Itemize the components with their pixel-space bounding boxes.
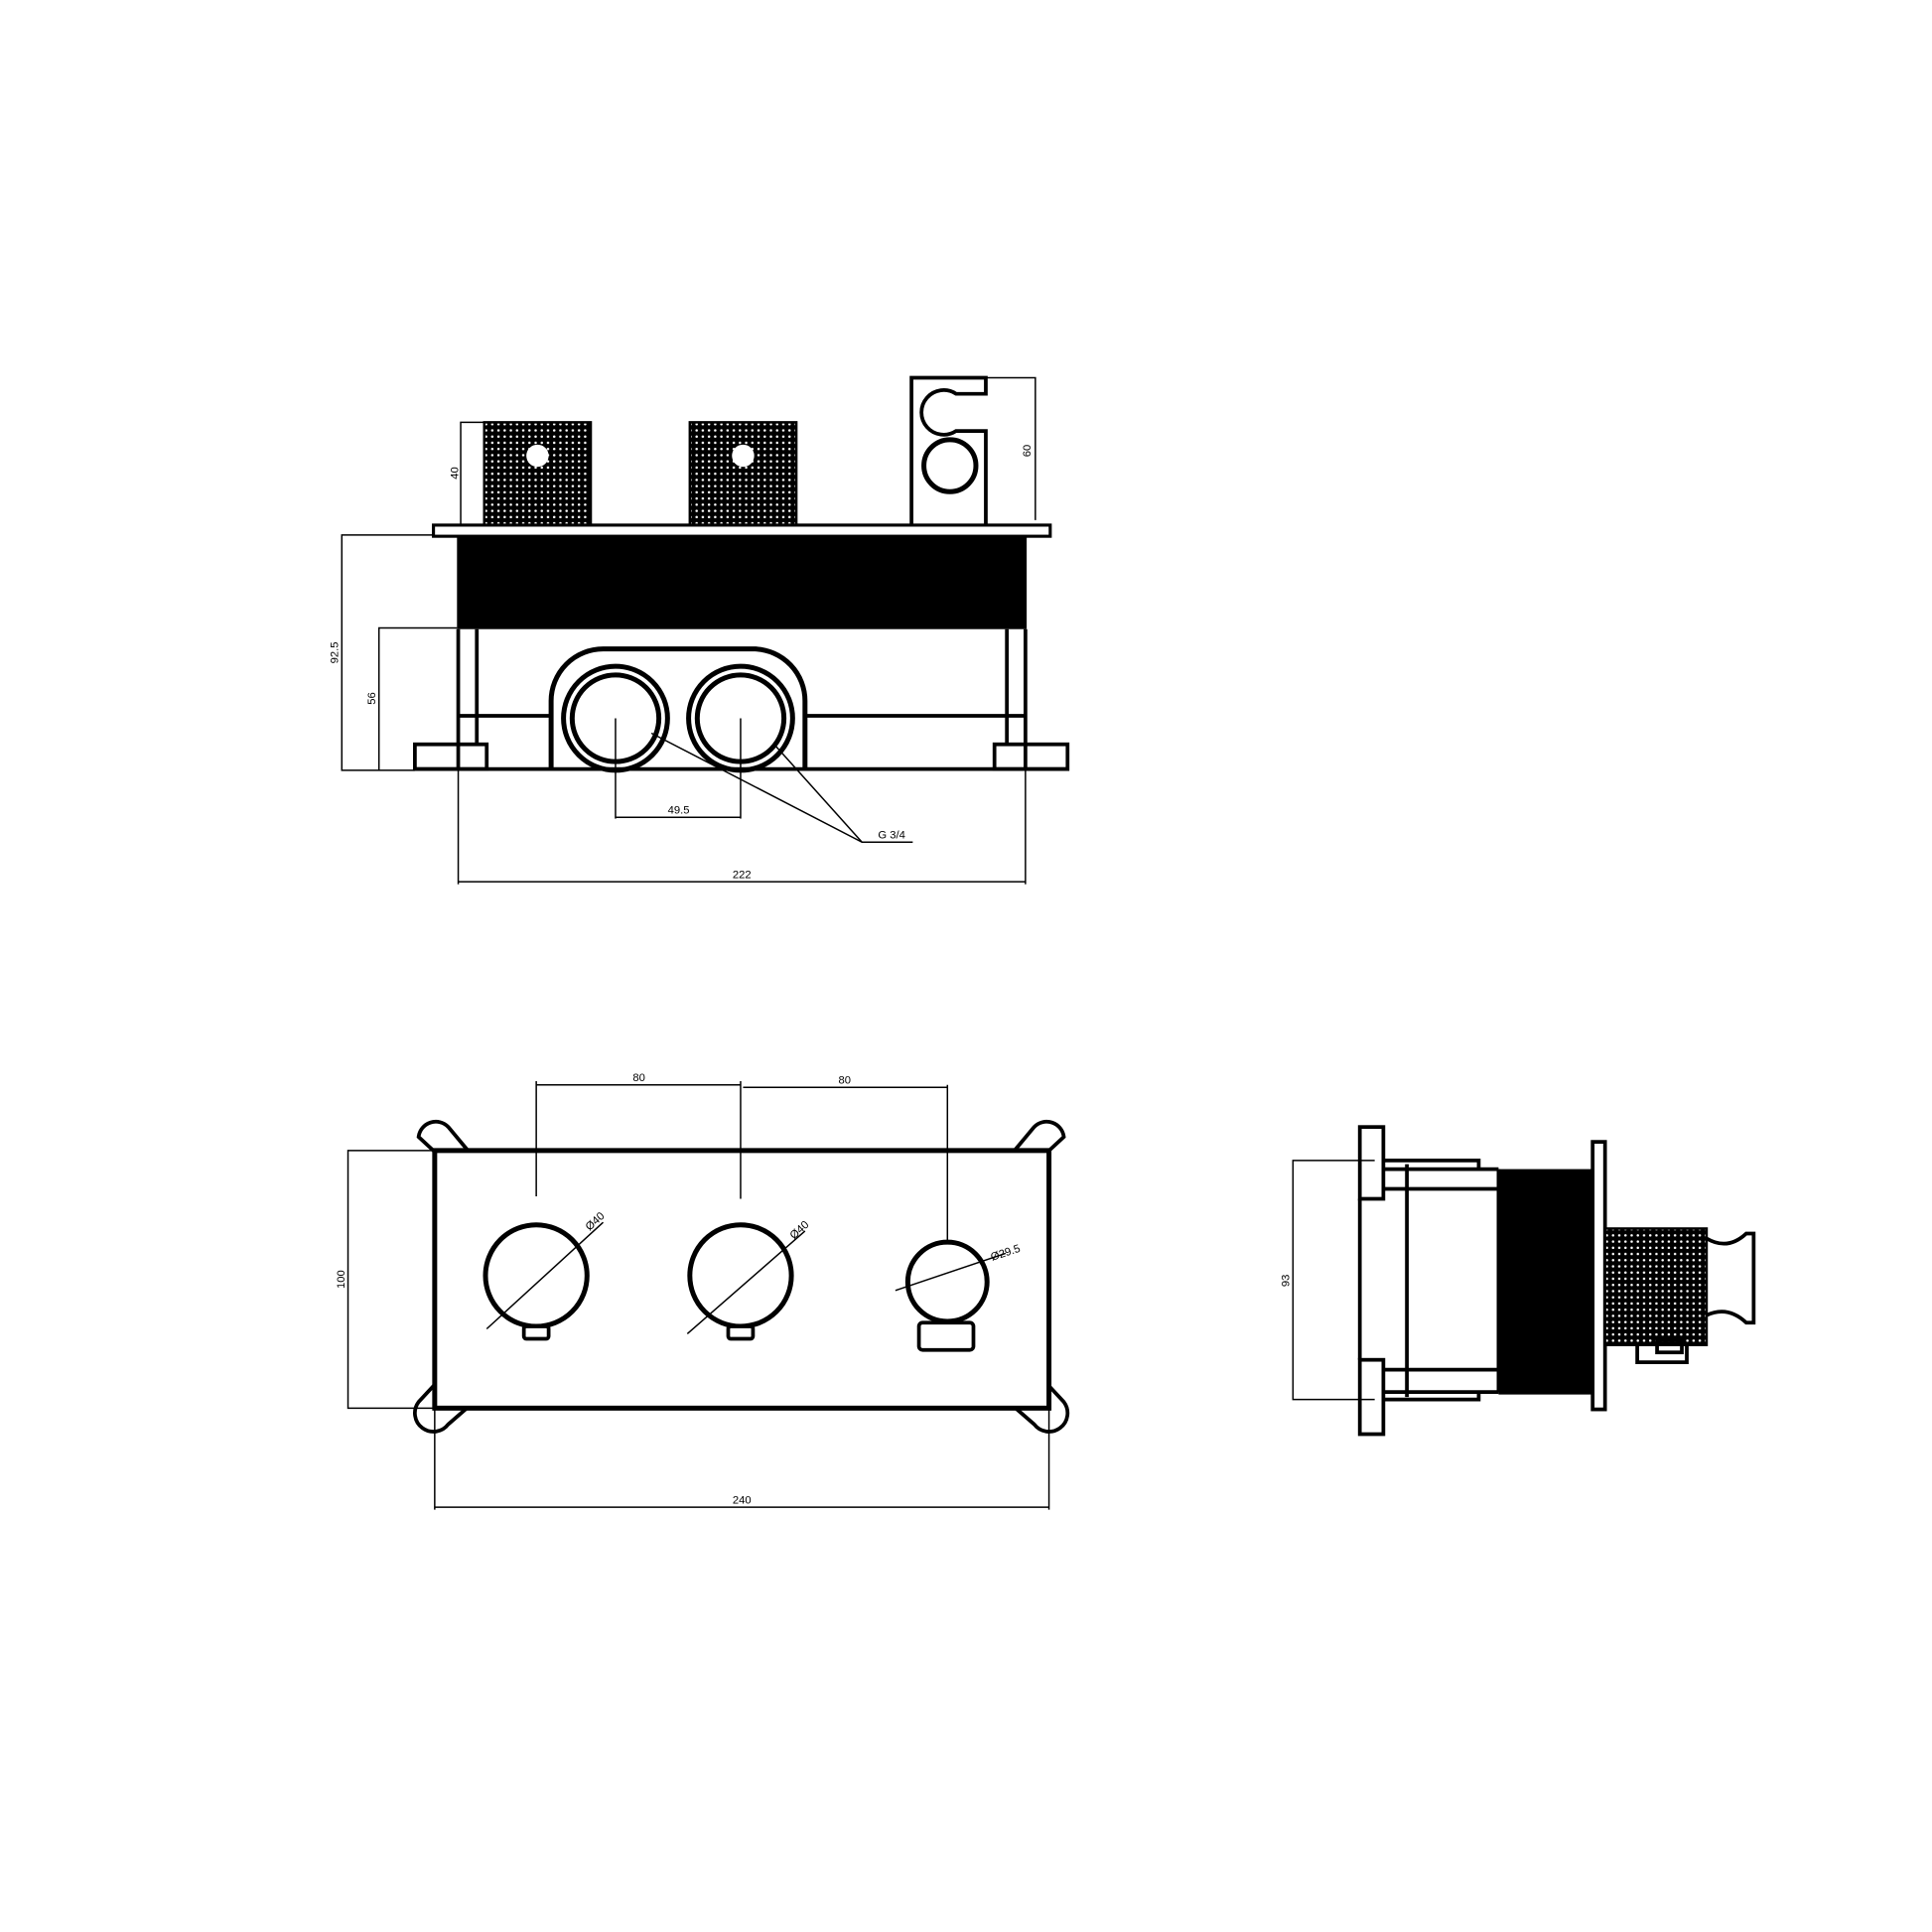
- knob-left: [483, 421, 593, 528]
- side-knob: [1603, 1227, 1709, 1346]
- mounting-lugs: [413, 1119, 1070, 1434]
- front-view: 80 80 Ø40 Ø40 Ø29.5 100 240: [336, 1072, 1070, 1510]
- dim-inlet-thread: G 3/4: [878, 830, 904, 842]
- handset-holder-icon: [909, 375, 988, 527]
- trim-plate: [432, 1148, 1052, 1411]
- side-body: [1498, 1169, 1593, 1395]
- dim-body-width: 222: [733, 869, 752, 881]
- dim-handset-holder-height: 60: [1022, 445, 1034, 457]
- dim-spacing-right: 80: [839, 1075, 851, 1087]
- dim-inlet-spacing: 49.5: [668, 805, 690, 817]
- cover-plate: [432, 523, 1052, 538]
- top-view-dimensions: 40 60 92.5 56 49.5 G 3/4 222: [330, 376, 1036, 885]
- dim-body-height: 56: [366, 692, 378, 704]
- top-view: 40 60 92.5 56 49.5 G 3/4 222: [330, 375, 1070, 885]
- side-view: 93: [1281, 1125, 1756, 1437]
- mounting-box: [413, 628, 1070, 773]
- knob-middle: [688, 421, 798, 528]
- valve-body: [457, 536, 1028, 629]
- dim-side-height: 93: [1281, 1275, 1293, 1287]
- dim-plate-height: 100: [336, 1270, 347, 1289]
- dim-knob-height: 40: [450, 467, 462, 479]
- dim-spacing-left: 80: [632, 1072, 644, 1084]
- dim-plate-width: 240: [733, 1494, 752, 1506]
- dim-total-height: 92.5: [330, 641, 342, 663]
